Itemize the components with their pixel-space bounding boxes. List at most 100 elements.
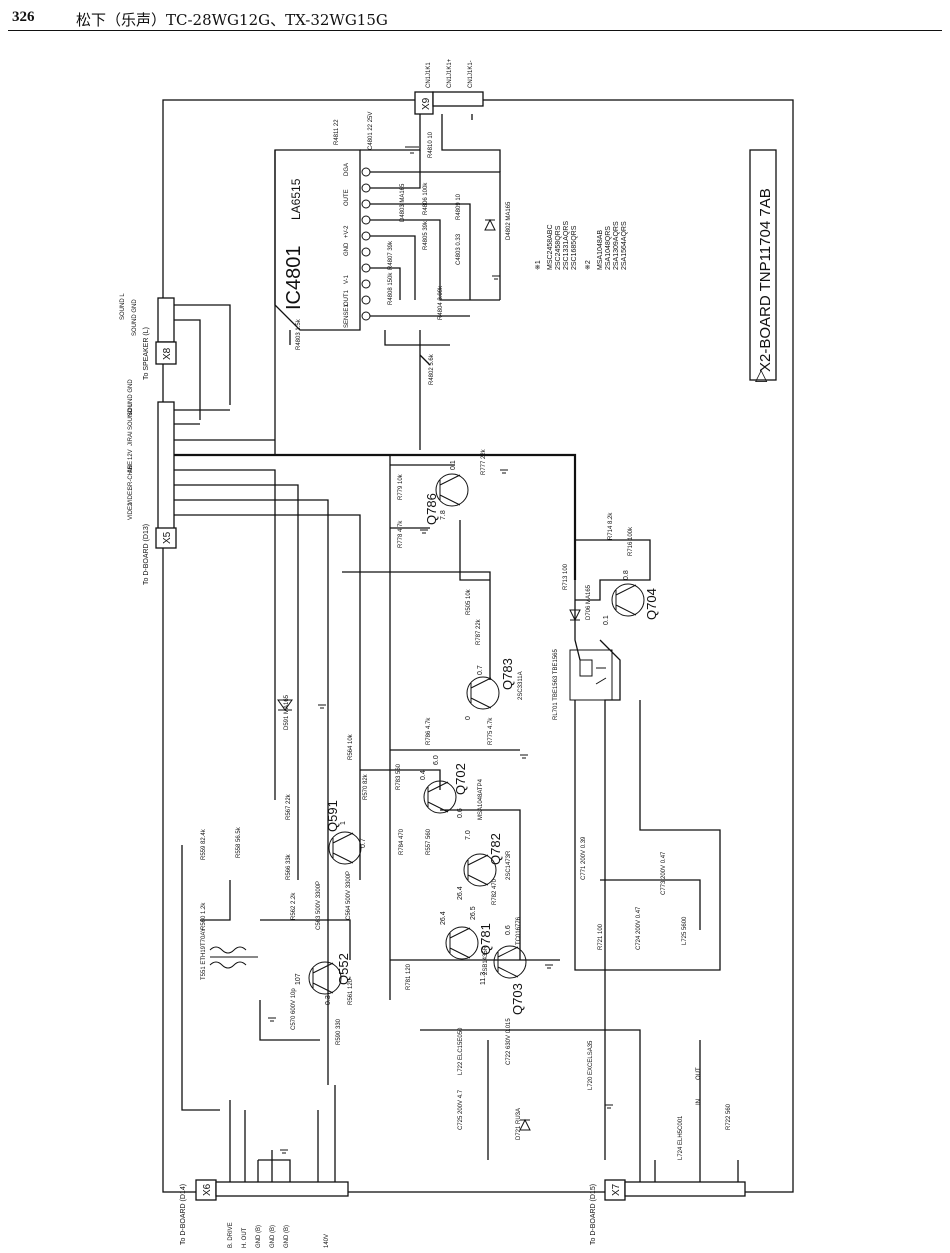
transistor-q783: Q783: [466, 658, 515, 710]
star2-part-4: 2SA1564AQRS: [621, 221, 628, 270]
x8-ref: X8: [162, 347, 173, 360]
volt-q783-c: 0.7: [477, 665, 484, 675]
label-r786: R786 4.7k: [426, 717, 432, 745]
ic-pin-sense1: SENSE1: [344, 304, 350, 328]
label-r4809: R4809 10: [456, 193, 462, 220]
ic-pin-v1: V-1: [344, 274, 350, 284]
label-c722: C722 630V 0.015: [506, 1018, 512, 1065]
label-d721: D721 RU3A: [516, 1108, 522, 1140]
ic-pins: [361, 167, 371, 321]
star1-part-3: 2SC1331AQRS: [563, 221, 570, 270]
board-label-group: X2-BOARD TNP11704 7AB: [749, 149, 777, 381]
transistor-q781: Q781: [445, 923, 493, 960]
label-r560: R560 1.2k: [201, 902, 207, 930]
transformer-t551: T551 ETH19T70AY: [201, 928, 258, 980]
x5-pin-7: SOUND L: [128, 403, 134, 430]
star2-part-1: MSA1048AB: [597, 230, 604, 270]
star1-part-1: MSC2458ABC: [547, 224, 554, 270]
label-q783-part: 2SC3311A: [518, 671, 524, 700]
label-l725: L725 5600: [682, 916, 688, 945]
label-q702-part: MSA1048ATP4: [478, 778, 484, 820]
label-r557: R557 560: [426, 828, 432, 855]
label-r721: R721 100: [598, 923, 604, 950]
label-r784: R784 470: [399, 828, 405, 855]
x8-pin-2: SOUND GND: [132, 299, 138, 336]
volt-q704-c: 0.8: [623, 570, 630, 580]
label-r714: R714 8.2k: [608, 512, 614, 540]
label-c564: C564 500V 3300P: [346, 871, 352, 920]
x9-pin-1: CN1J1K1: [426, 62, 432, 88]
transistor-q703: Q703: [493, 945, 527, 1015]
component-labels: R777 22k R778 4.7k R779 10k R714 8.2k R7…: [201, 448, 732, 1160]
label-out: OUT: [696, 1067, 702, 1080]
star2-part-2: 2SA1048QRS: [605, 226, 612, 270]
label-c4801: C4801 22 25V: [368, 112, 374, 150]
x6-pin-6: 140V: [324, 1234, 330, 1248]
volt-q782-e: 26.4: [457, 886, 464, 900]
page-number: 326: [12, 9, 35, 25]
star2-mark: ※2: [585, 260, 592, 270]
ic-4801: IC4801 LA6515 DGA OUTE +V-2 GND V-1 OUT1…: [274, 149, 371, 331]
label-r4808: R4808 150k: [388, 272, 394, 305]
x6-to: To D-BOARD (D14): [180, 1184, 187, 1245]
x5-pin-3: SR-CHINE: [128, 461, 134, 490]
ic-pin-outf: OUTE: [344, 189, 350, 206]
page-header: 326 松下（乐声）TC-28WG12G、TX-32WG15G: [8, 8, 942, 31]
x5-pin-5: 12V: [128, 449, 134, 460]
ic-pin-gnd: GND: [344, 242, 350, 256]
label-r782: R782 470: [492, 878, 498, 905]
q781-ref: Q781: [478, 923, 493, 955]
label-r783: R783 560: [396, 763, 402, 790]
volt-q591-e: 0.7: [360, 838, 367, 848]
label-l720: L720 EXCELSA35: [588, 1040, 594, 1090]
board-label: X2-BOARD TNP11704 7AB: [757, 188, 774, 372]
x5-pin-2: VIDE1: [128, 487, 134, 505]
transistor-q552: Q552: [308, 953, 351, 995]
x9-pin-3: CN1J1K1-: [468, 60, 474, 88]
label-r781: R781 120: [406, 963, 412, 990]
label-r4807: R4807 39k: [388, 240, 394, 270]
connector-x8: X8 To SPEAKER (L) SOUND L SOUND GND: [120, 293, 231, 420]
volt-q702-e: 6.0: [433, 755, 440, 765]
x5-pin-1: VIDE2: [128, 502, 134, 520]
q783-ref: Q783: [500, 658, 515, 690]
q591-ref: Q591: [325, 800, 340, 832]
transistor-q704: Q704: [611, 583, 659, 620]
x6-pin-2: H. OUT: [242, 1227, 248, 1248]
ic-ref: IC4801: [283, 246, 305, 311]
board-outline: [162, 99, 794, 1193]
star1-mark: ※1: [535, 260, 542, 270]
label-r559: R559 82.4k: [201, 828, 207, 860]
x6-pin-4: GND (B): [270, 1225, 276, 1248]
volt-q702-c: 0.6: [457, 808, 464, 818]
label-r4802: R4802 5.6k: [429, 353, 435, 385]
label-r564: R564 10k: [348, 733, 354, 760]
label-rl701: RL701 TBE1563 TBE1565: [553, 649, 559, 720]
label-c773: C773 200V 0.47: [661, 851, 667, 895]
relay-rl701: RL701 TBE1563 TBE1565: [553, 649, 613, 720]
volt-q552-c: 107: [295, 973, 302, 985]
label-c724: C724 200V 0.47: [636, 906, 642, 950]
ic-component-labels: R4811 22 C4801 22 25V R4810 10 D4803 MA1…: [296, 112, 512, 385]
label-r4805: R4805 39k: [423, 220, 429, 250]
label-d591: D591 MA165: [284, 694, 290, 730]
ic-pin-dga: DGA: [344, 163, 350, 176]
label-c570: C570 600V 10p: [291, 988, 297, 1030]
label-d4802: D4802 MA165: [506, 201, 512, 240]
label-r4804: R4804 3.09k: [438, 285, 444, 320]
label-l724: L724 ELH5C001: [678, 1115, 684, 1160]
label-in: IN: [696, 1099, 702, 1105]
voltage-labels: 0.1 7.8 0.8 0.1 0.7 0 6.0 0.4 0.6 7.0 0.…: [295, 460, 630, 1005]
x5-to: To D-BOARD (D13): [143, 524, 150, 585]
ic-wiring: [274, 114, 501, 455]
volt-q782-b: 7.0: [465, 830, 472, 840]
label-r505: R505 10k: [466, 588, 472, 615]
volt-q703-c: 0.6: [505, 925, 512, 935]
q704-ref: Q704: [644, 588, 659, 620]
label-r778: R778 4.7k: [398, 520, 404, 548]
label-r4810: R4810 10: [428, 131, 434, 158]
star1-part-4: 2SC1685QRS: [571, 225, 578, 270]
label-r561: R561 120: [348, 978, 354, 1005]
ic-pin-v2: +V-2: [344, 225, 350, 238]
